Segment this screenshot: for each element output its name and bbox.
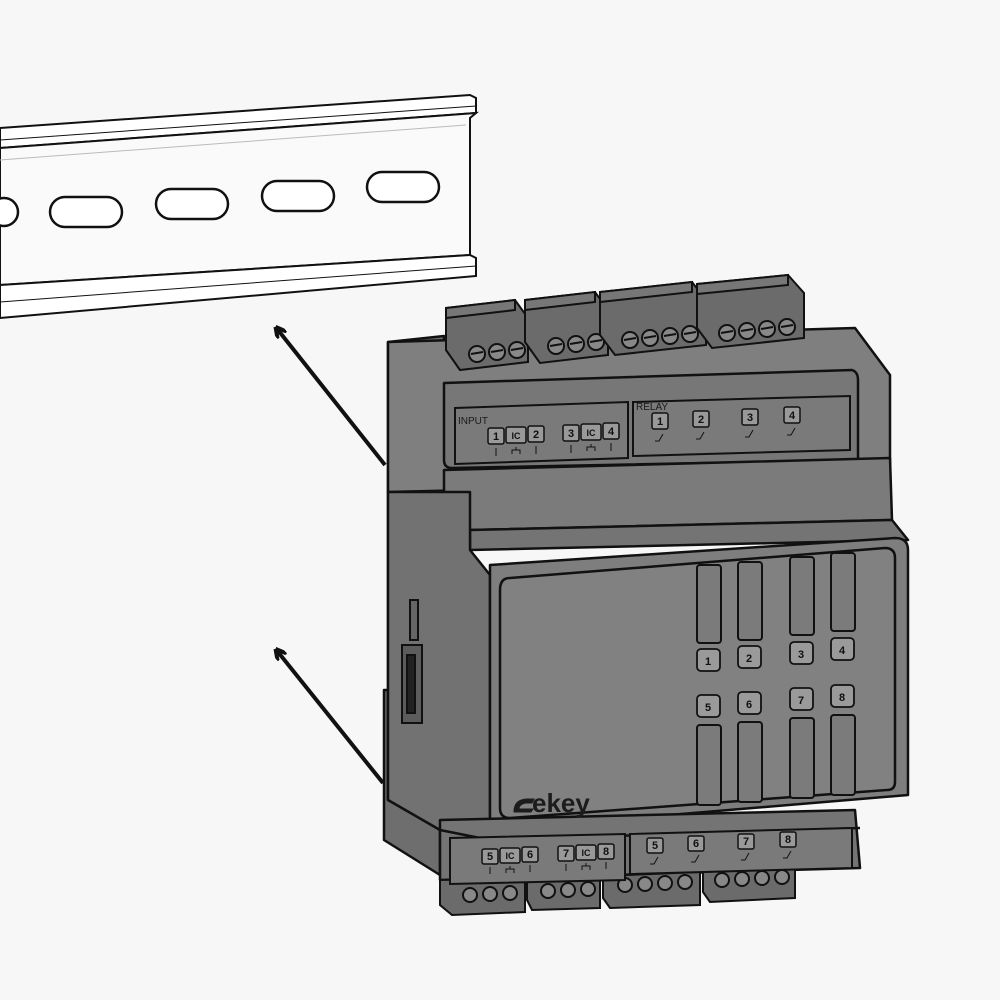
front-led-numbers: 1 2 3 4 5 6 7 8 bbox=[705, 645, 846, 714]
led-bar-6 bbox=[737, 721, 763, 803]
top-input-4: 4 bbox=[608, 426, 615, 438]
terminal-block-top-2 bbox=[524, 290, 609, 365]
top-relay-3: 3 bbox=[747, 412, 753, 424]
led-bar-4 bbox=[830, 552, 856, 632]
top-relay-1: 1 bbox=[657, 416, 663, 428]
bottom-input-5: 5 bbox=[487, 851, 493, 863]
top-relay-4: 4 bbox=[789, 410, 796, 422]
relay-label: RELAY bbox=[636, 402, 668, 413]
led-bar-3 bbox=[789, 556, 815, 636]
led-number-8: 8 bbox=[839, 692, 845, 704]
top-input-panel: INPUT 1 IC 2 3 IC 4 bbox=[454, 400, 629, 466]
bottom-relay-5: 5 bbox=[652, 840, 658, 852]
bottom-relay-7: 7 bbox=[743, 836, 749, 848]
top-ic-1: IC bbox=[512, 431, 522, 441]
led-number-2: 2 bbox=[746, 653, 752, 665]
mounting-arrows bbox=[278, 330, 387, 785]
led-bar-2 bbox=[737, 561, 763, 641]
rail-slots bbox=[0, 170, 441, 229]
led-number-7: 7 bbox=[798, 695, 804, 707]
bottom-input-8: 8 bbox=[603, 846, 609, 858]
top-input-1: 1 bbox=[493, 431, 499, 443]
top-ic-2: IC bbox=[587, 428, 597, 438]
terminal-block-top-1 bbox=[445, 298, 529, 372]
bottom-ic-1: IC bbox=[506, 851, 516, 861]
bottom-relay-6: 6 bbox=[693, 838, 699, 850]
top-input-2: 2 bbox=[533, 429, 539, 441]
front-led-panel bbox=[696, 552, 856, 806]
arrow-upper bbox=[278, 330, 387, 467]
led-bar-5 bbox=[696, 724, 722, 806]
top-terminal-blocks bbox=[445, 273, 805, 372]
bottom-terminal-blocks bbox=[439, 866, 796, 917]
bottom-relay-panel: 5 6 7 8 bbox=[629, 826, 853, 876]
terminal-block-top-3 bbox=[599, 280, 707, 357]
led-number-5: 5 bbox=[705, 702, 711, 714]
top-relay-2: 2 bbox=[698, 414, 704, 426]
release-clip bbox=[401, 599, 423, 724]
led-number-4: 4 bbox=[839, 645, 846, 657]
input-label: INPUT bbox=[458, 416, 488, 427]
led-bar-1 bbox=[696, 564, 722, 644]
bottom-input-6: 6 bbox=[527, 849, 533, 861]
top-input-3: 3 bbox=[568, 428, 574, 440]
top-relay-panel: RELAY 1 2 3 4 bbox=[632, 394, 851, 458]
arrow-lower bbox=[278, 652, 385, 785]
terminal-block-top-4 bbox=[696, 273, 805, 350]
led-bar-7 bbox=[789, 717, 815, 799]
led-number-6: 6 bbox=[746, 699, 752, 711]
bottom-relay-8: 8 bbox=[785, 834, 791, 846]
bottom-input-panel: 5 IC 6 7 IC 8 bbox=[449, 832, 626, 886]
led-bar-8 bbox=[830, 714, 856, 796]
ekey-logo-mark bbox=[513, 798, 535, 813]
led-number-3: 3 bbox=[798, 649, 804, 661]
bottom-ic-2: IC bbox=[582, 848, 592, 858]
ekey-logo: ekey bbox=[513, 788, 590, 818]
brand-name: ekey bbox=[532, 788, 590, 818]
din-rail bbox=[0, 93, 480, 320]
led-number-1: 1 bbox=[705, 656, 711, 668]
bottom-input-7: 7 bbox=[563, 848, 569, 860]
